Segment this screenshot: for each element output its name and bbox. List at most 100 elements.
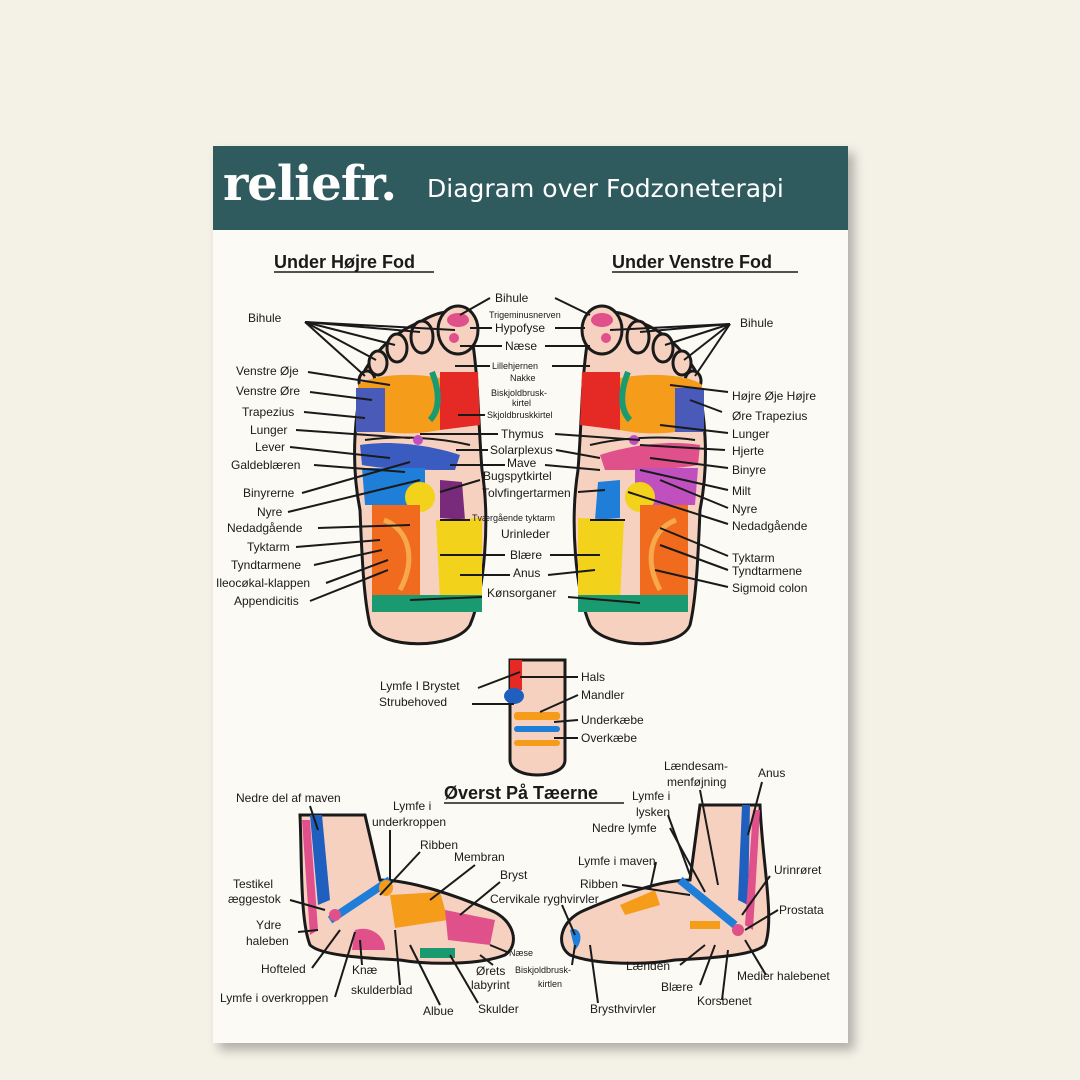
label-laendesam-1: Lændesam- [664,759,728,773]
label-nedadgaende-left: Nedadgående [732,519,808,533]
label-ydre: Ydre [256,918,282,932]
label-lymfe-i-outer: Lymfe i [632,789,670,803]
label-urinroret: Urinrøret [774,863,822,877]
label-mandler: Mandler [581,688,624,702]
label-bihule-right: Bihule [248,311,282,325]
label-hojre-oje: Højre Øje Højre [732,389,816,403]
label-aeggestok: æggestok [228,892,282,906]
left-sole-illustration [572,304,707,646]
label-biskjold-1: Biskjoldbrusk- [491,388,547,398]
label-lymfe-brystet: Lymfe I Brystet [380,679,460,693]
label-naese: Næse [505,339,537,353]
label-tvaergaende: Tværgående tyktarm [472,513,555,523]
label-nedre-del: Nedre del af maven [236,791,341,805]
heading-left-sole: Under Venstre Fod [612,252,772,272]
label-blaere-center: Blære [510,548,542,562]
label-anus-outer: Anus [758,766,785,780]
label-trigeminus: Trigeminusnerven [489,310,561,320]
label-milt: Milt [732,484,751,498]
label-cervikale: Cervikale ryghvirvler [490,892,599,906]
label-hjerte: Hjerte [732,444,764,458]
brand-logo: reliefr. [223,156,397,212]
label-membran: Membran [454,850,505,864]
label-hypofyse: Hypofyse [495,321,545,335]
leader-lines [287,297,779,1006]
label-ribben-inner: Ribben [420,838,458,852]
label-brysthvirvler: Brysthvirvler [590,1002,656,1016]
label-orets: Ørets [476,964,505,978]
label-nedre-lymfe: Nedre lymfe [592,821,657,835]
label-ribben-outer: Ribben [580,877,618,891]
label-bryst: Bryst [500,868,528,882]
label-anus-center: Anus [513,566,540,580]
label-skjold: Skjoldbruskkirtel [487,410,553,420]
label-nedadgaende-right: Nedadgående [227,521,303,535]
label-laenden: Lænden [626,959,670,973]
label-tyndtarmene-left: Tyndtarmene [732,564,802,578]
label-tolvfinger: Tolvfingertarmen [482,486,571,500]
label-urinleder: Urinleder [501,527,550,541]
label-bihule-left: Bihule [740,316,774,330]
center-labels: Bihule Trigeminusnerven Hypofyse Næse Li… [472,291,571,600]
label-binyrerne: Binyrerne [243,486,295,500]
label-biskjold-2: kirtel [512,398,531,408]
label-albue: Albue [423,1004,454,1018]
heading-right-sole: Under Højre Fod [274,252,415,272]
label-naese-inner: Næse [509,948,533,958]
label-hals: Hals [581,670,605,684]
label-binyre: Binyre [732,463,766,477]
label-ileocokal: Ileocøkal-klappen [216,576,310,590]
label-blaere-outer: Blære [661,980,693,994]
label-laendesam-2: menføjning [667,775,726,789]
label-haleben: haleben [246,934,289,948]
label-skulder: Skulder [478,1002,519,1016]
inner-side-foot-illustration [298,813,515,965]
outer-foot-labels: Lændesam- menføjning Anus Lymfe i lysken… [490,759,830,1016]
label-lunger-left: Lunger [732,427,769,441]
poster-title: Diagram over Fodzoneterapi [427,174,784,203]
label-galdeblaeren: Galdeblæren [231,458,300,472]
label-testikel: Testikel [233,877,273,891]
label-overkaebe: Overkæbe [581,731,637,745]
outer-side-foot-illustration [560,803,771,965]
label-lymfe-i-inner: Lymfe i [393,799,431,813]
label-venstre-oje: Venstre Øje [236,364,299,378]
label-underkroppen: underkroppen [372,815,446,829]
label-tyktarm-right: Tyktarm [247,540,290,554]
label-labyrint: labyrint [471,978,510,992]
right-sole-labels: Bihule Venstre Øje Venstre Øre Trapezius… [216,311,310,608]
label-trapezius-right: Trapezius [242,405,294,419]
label-biskjold-outer-1: Biskjoldbrusk- [515,965,571,975]
label-solarplexus: Solarplexus [490,443,553,457]
label-tyktarm-left: Tyktarm [732,551,775,565]
label-hofteled: Hofteled [261,962,306,976]
label-mave: Mave [507,456,537,470]
label-thymus: Thymus [501,427,544,441]
label-skulderblad: skulderblad [351,983,412,997]
label-prostata: Prostata [779,903,824,917]
label-lillehjernen: Lillehjernen [492,361,538,371]
label-strubehoved: Strubehoved [379,695,447,709]
label-lymfe-maven: Lymfe i maven [578,854,656,868]
label-appendicitis: Appendicitis [234,594,299,608]
label-nyre-left: Nyre [732,502,758,516]
label-bihule-center: Bihule [495,291,529,305]
label-knae: Knæ [352,963,378,977]
label-tyndtarmene-right: Tyndtarmene [231,558,301,572]
label-lever: Lever [255,440,285,454]
label-korsbenet: Korsbenet [697,994,752,1008]
label-biskjold-outer-2: kirtlen [538,979,562,989]
poster-header: reliefr. Diagram over Fodzoneterapi [213,146,848,230]
label-ore-trapezius: Øre Trapezius [732,409,807,423]
toe-labels: Lymfe I Brystet Strubehoved Hals Mandler… [379,670,644,745]
label-nyre-right: Nyre [257,505,283,519]
label-bugspyt: Bugspytkirtel [483,469,552,483]
right-sole-illustration [353,304,488,646]
toe-top-illustration [504,658,567,777]
label-lunger-right: Lunger [250,423,287,437]
heading-toes-top: Øverst På Tæerne [444,783,598,803]
label-venstre-ore: Venstre Øre [236,384,300,398]
inner-foot-labels: Nedre del af maven Lymfe i underkroppen … [220,791,533,1018]
label-lysken: lysken [636,805,670,819]
